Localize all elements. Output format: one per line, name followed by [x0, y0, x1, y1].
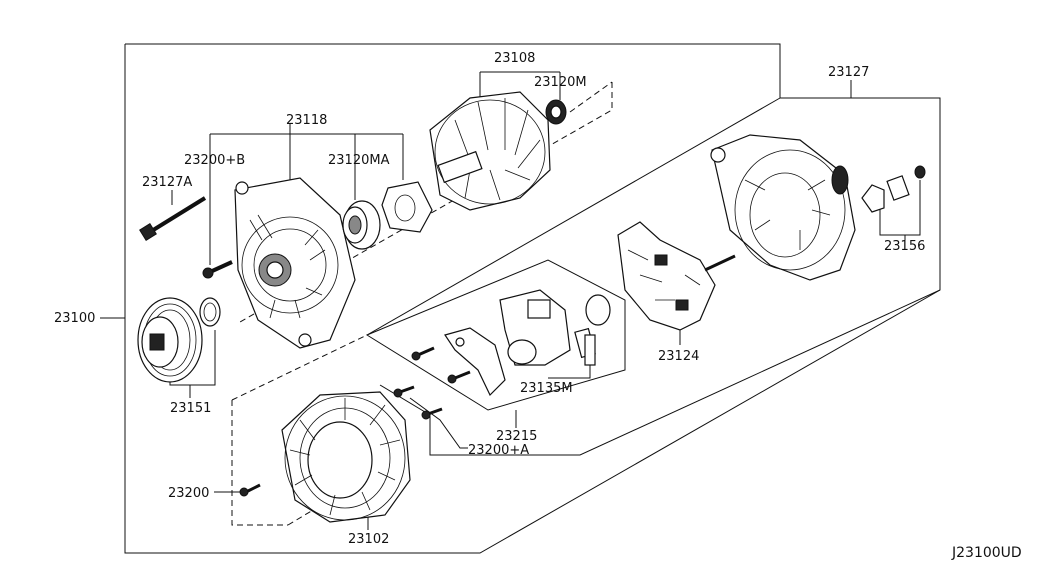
label-23118: 23118: [286, 113, 327, 128]
bearing-23120ma: [342, 200, 381, 250]
diagram-code: J23100UD: [951, 545, 1022, 561]
label-23200a: 23200+A: [468, 443, 529, 458]
rear-housing-23127: [710, 134, 856, 281]
regulator-23215: [444, 289, 611, 397]
retainer-plate: [381, 181, 433, 233]
label-23200b: 23200+B: [184, 153, 245, 168]
bolt-23200b: [202, 260, 233, 279]
rotor-23108: [429, 91, 567, 211]
label-23127: 23127: [828, 65, 869, 80]
screws-23200a: [393, 385, 443, 420]
label-23120m: 23120M: [534, 75, 587, 90]
stator-23102: [281, 391, 411, 523]
label-23200: 23200: [168, 486, 209, 501]
frame-inner-edge: [366, 97, 781, 336]
rectifier-23124: [617, 221, 736, 331]
label-23127a: 23127A: [142, 175, 192, 190]
terminal-parts-23156: [861, 165, 926, 213]
dashed-rotor-cap: [569, 81, 613, 113]
diagram-frame: [125, 43, 781, 98]
label-23151: 23151: [170, 401, 211, 416]
through-bolt-23127a: [139, 196, 207, 241]
dashed-guide-mid: [231, 334, 368, 401]
bolt-23200: [239, 483, 261, 497]
dashed-guide-top: [239, 82, 613, 323]
label-23102: 23102: [348, 532, 389, 547]
regulator-screws: [411, 346, 471, 384]
diagram-frame-right: [124, 44, 941, 554]
label-23108: 23108: [494, 51, 535, 66]
label-23100: 23100: [54, 311, 95, 326]
label-23156: 23156: [884, 239, 925, 254]
label-23135m: 23135M: [520, 381, 573, 396]
dashed-guide-left: [231, 400, 288, 526]
label-23120ma: 23120MA: [328, 153, 390, 168]
screw-box: [379, 289, 941, 456]
label-23215: 23215: [496, 429, 537, 444]
front-housing-23118: [234, 177, 356, 349]
label-23124: 23124: [658, 349, 699, 364]
regulator-box: [365, 259, 626, 411]
pulley-23151: [137, 297, 221, 383]
